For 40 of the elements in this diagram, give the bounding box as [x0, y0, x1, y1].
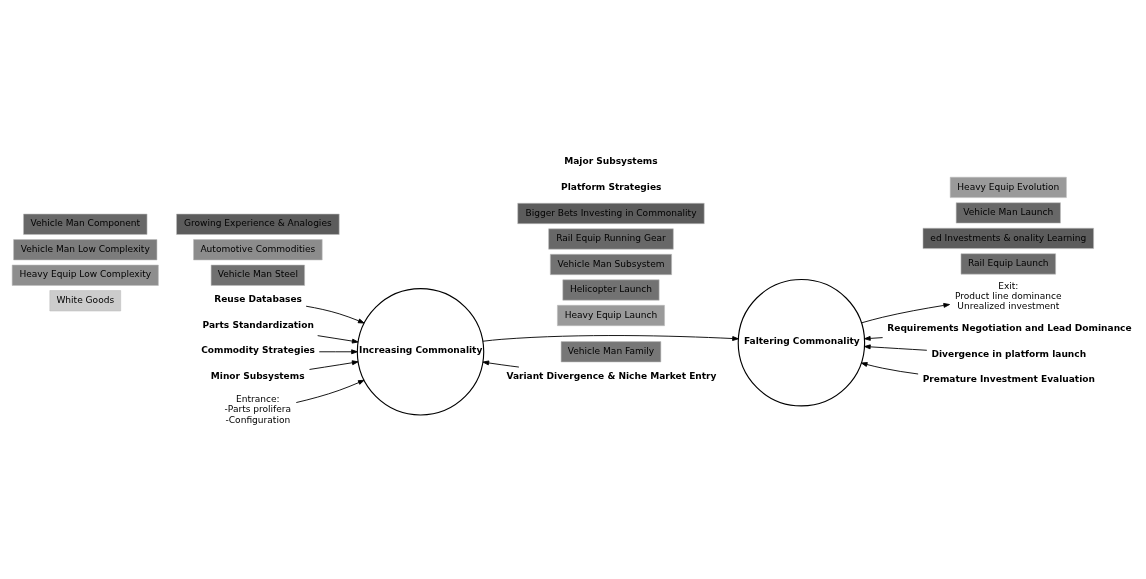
- node-box: Vehicle Man Subsystem: [550, 253, 672, 275]
- node-text: Requirements Negotiation and Lead Dominance: [887, 322, 1132, 333]
- node-box: Bigger Bets Investing in Commonality: [517, 202, 705, 224]
- node-text: Variant Divergence & Niche Market Entry: [506, 370, 717, 381]
- node-box: Rail Equip Launch: [960, 252, 1056, 274]
- node-text: Exit: Product line dominance Unrealized investment: [955, 280, 1062, 311]
- arrow: [482, 334, 739, 342]
- arrow: [861, 302, 950, 323]
- arrow: [295, 379, 365, 403]
- arrow: [318, 348, 358, 354]
- node-box: Growing Experience & Analogies: [176, 213, 340, 235]
- arrow: [864, 335, 884, 341]
- arrow: [317, 334, 359, 344]
- node-box: Vehicle Man Steel: [210, 264, 305, 286]
- arrow: [309, 359, 359, 370]
- node-box: Heavy Equip Low Complexity: [11, 264, 159, 286]
- node-text: Minor Subsystems: [210, 370, 305, 381]
- node-text: Parts Standardization: [202, 319, 314, 330]
- node-box: Heavy Equip Evolution: [949, 176, 1067, 198]
- label: Platform Strategies: [561, 181, 662, 192]
- node-box: Vehicle Man Family: [560, 340, 662, 362]
- node-text: Commodity Strategies: [201, 344, 316, 355]
- node-text: Reuse Databases: [214, 293, 302, 304]
- node-box: Vehicle Man Launch: [955, 201, 1061, 223]
- arrow: [860, 361, 919, 374]
- node-box: ed Investments & onality Learning: [922, 227, 1094, 249]
- node-box: Heavy Equip Launch: [557, 304, 665, 326]
- arrow: [305, 305, 365, 323]
- node-box: Helicopter Launch: [562, 279, 660, 300]
- node-box: Vehicle Man Component: [23, 213, 148, 235]
- node-text: Premature Investment Evaluation: [922, 373, 1095, 384]
- node-text: Entrance: -Parts prolifera -Configuration: [224, 393, 292, 425]
- node-text: Divergence in platform launch: [931, 348, 1087, 359]
- arrow: [864, 343, 928, 351]
- node-box: Rail Equip Running Gear: [548, 228, 674, 249]
- node-box: Vehicle Man Low Complexity: [13, 238, 158, 260]
- node-box: Automotive Commodities: [193, 238, 323, 260]
- label: Major Subsystems: [564, 155, 658, 166]
- node-box: White Goods: [49, 289, 121, 311]
- arrow: [482, 360, 520, 368]
